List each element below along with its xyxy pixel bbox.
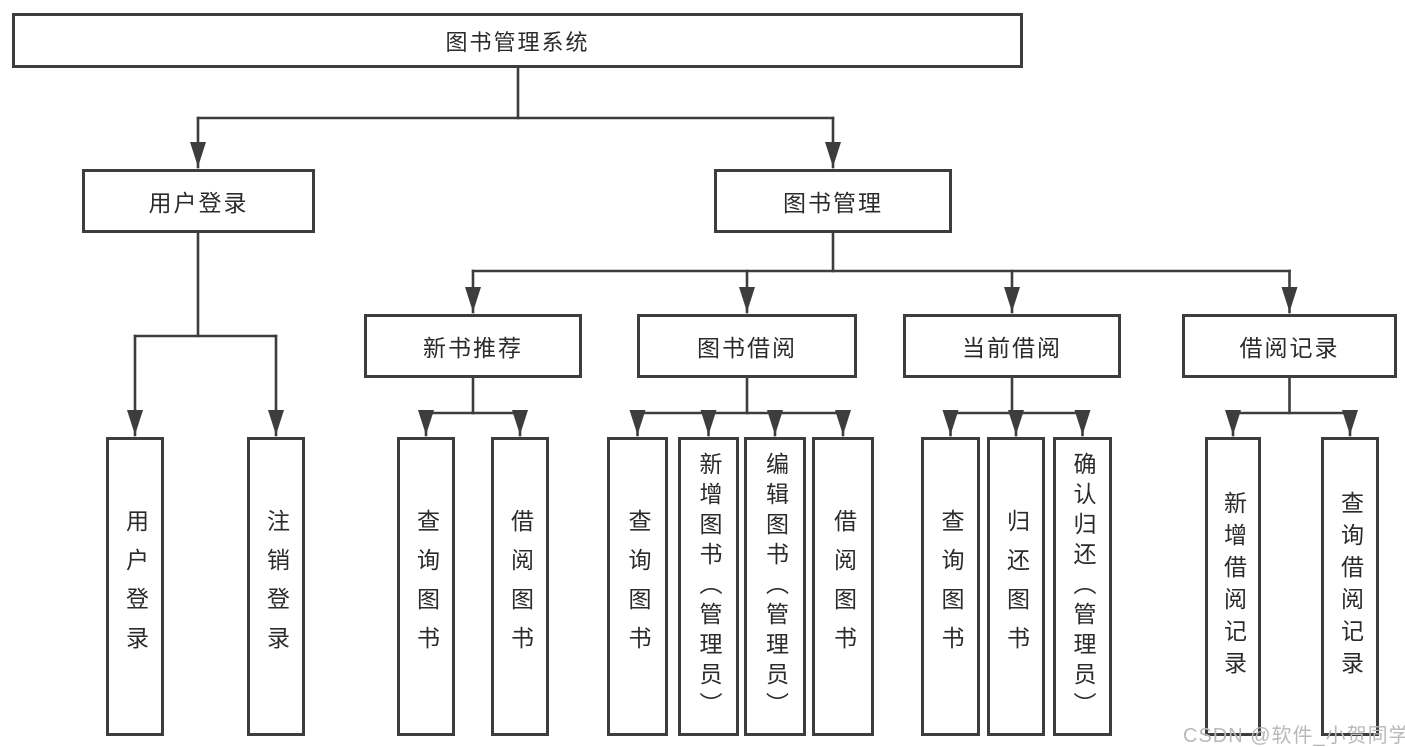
node-borrowing-records: 借阅记录 — [1182, 314, 1397, 378]
leaf-add-books-admin: 新增图书（管理员） — [678, 437, 739, 736]
leaf-borrow-books-borrow: 借阅图书 — [812, 437, 874, 736]
leaf-query-books-borrow-label: 查询图书 — [625, 508, 651, 665]
leaf-user-login: 用户登录 — [106, 437, 164, 736]
node-new-book-recommendation-label: 新书推荐 — [423, 335, 523, 361]
node-book-management-label: 图书管理 — [783, 190, 883, 216]
leaf-logout: 注销登录 — [247, 437, 305, 736]
connector-book-management-to-level3 — [465, 231, 1298, 314]
leaf-edit-books-admin-label: 编辑图书（管理员） — [762, 451, 789, 722]
node-library-management-system-label: 图书管理系统 — [445, 29, 590, 55]
node-user-login-label: 用户登录 — [148, 190, 249, 216]
leaf-edit-books-admin: 编辑图书（管理员） — [744, 437, 806, 736]
node-borrowing-records-label: 借阅记录 — [1239, 335, 1340, 361]
node-book-management: 图书管理 — [714, 169, 952, 233]
node-book-borrowing-label: 图书借阅 — [697, 335, 797, 361]
leaf-logout-label: 注销登录 — [263, 508, 290, 665]
leaf-add-borrow-record: 新增借阅记录 — [1205, 437, 1261, 736]
leaf-query-borrow-record-label: 查询借阅记录 — [1337, 490, 1364, 683]
leaf-add-books-admin-label: 新增图书（管理员） — [696, 451, 722, 722]
leaf-borrow-books-recommend: 借阅图书 — [491, 437, 549, 736]
node-library-management-system: 图书管理系统 — [12, 13, 1023, 68]
connector-new-book-recommendation-subtree — [418, 376, 528, 437]
leaf-query-books-current: 查询图书 — [921, 437, 980, 736]
watermark: CSDN @软件_小贺同学 — [1183, 725, 1405, 747]
leaf-query-books-borrow: 查询图书 — [607, 437, 668, 736]
leaf-confirm-return-admin: 确认归还（管理员） — [1053, 437, 1112, 736]
node-new-book-recommendation: 新书推荐 — [364, 314, 582, 378]
connector-root-to-level2 — [190, 66, 841, 169]
leaf-query-books-current-label: 查询图书 — [938, 508, 964, 665]
connector-user-login-subtree — [127, 231, 284, 437]
leaf-query-borrow-record: 查询借阅记录 — [1321, 437, 1379, 736]
node-book-borrowing: 图书借阅 — [637, 314, 857, 378]
leaf-return-books: 归还图书 — [987, 437, 1045, 736]
node-current-borrowing: 当前借阅 — [903, 314, 1121, 378]
leaf-borrow-books-borrow-label: 借阅图书 — [830, 508, 857, 665]
connector-borrowing-records-subtree — [1225, 376, 1358, 437]
connector-book-borrowing-subtree — [629, 376, 851, 437]
node-user-login: 用户登录 — [82, 169, 315, 233]
leaf-return-books-label: 归还图书 — [1003, 508, 1030, 665]
leaf-borrow-books-recommend-label: 借阅图书 — [507, 508, 534, 665]
leaf-add-borrow-record-label: 新增借阅记录 — [1220, 490, 1247, 683]
node-current-borrowing-label: 当前借阅 — [962, 335, 1062, 361]
connector-current-borrowing-subtree — [942, 376, 1091, 437]
leaf-query-books-recommend-label: 查询图书 — [413, 508, 440, 665]
leaf-user-login-label: 用户登录 — [122, 508, 149, 665]
leaf-confirm-return-admin-label: 确认归还（管理员） — [1070, 451, 1096, 722]
leaf-query-books-recommend: 查询图书 — [397, 437, 455, 736]
